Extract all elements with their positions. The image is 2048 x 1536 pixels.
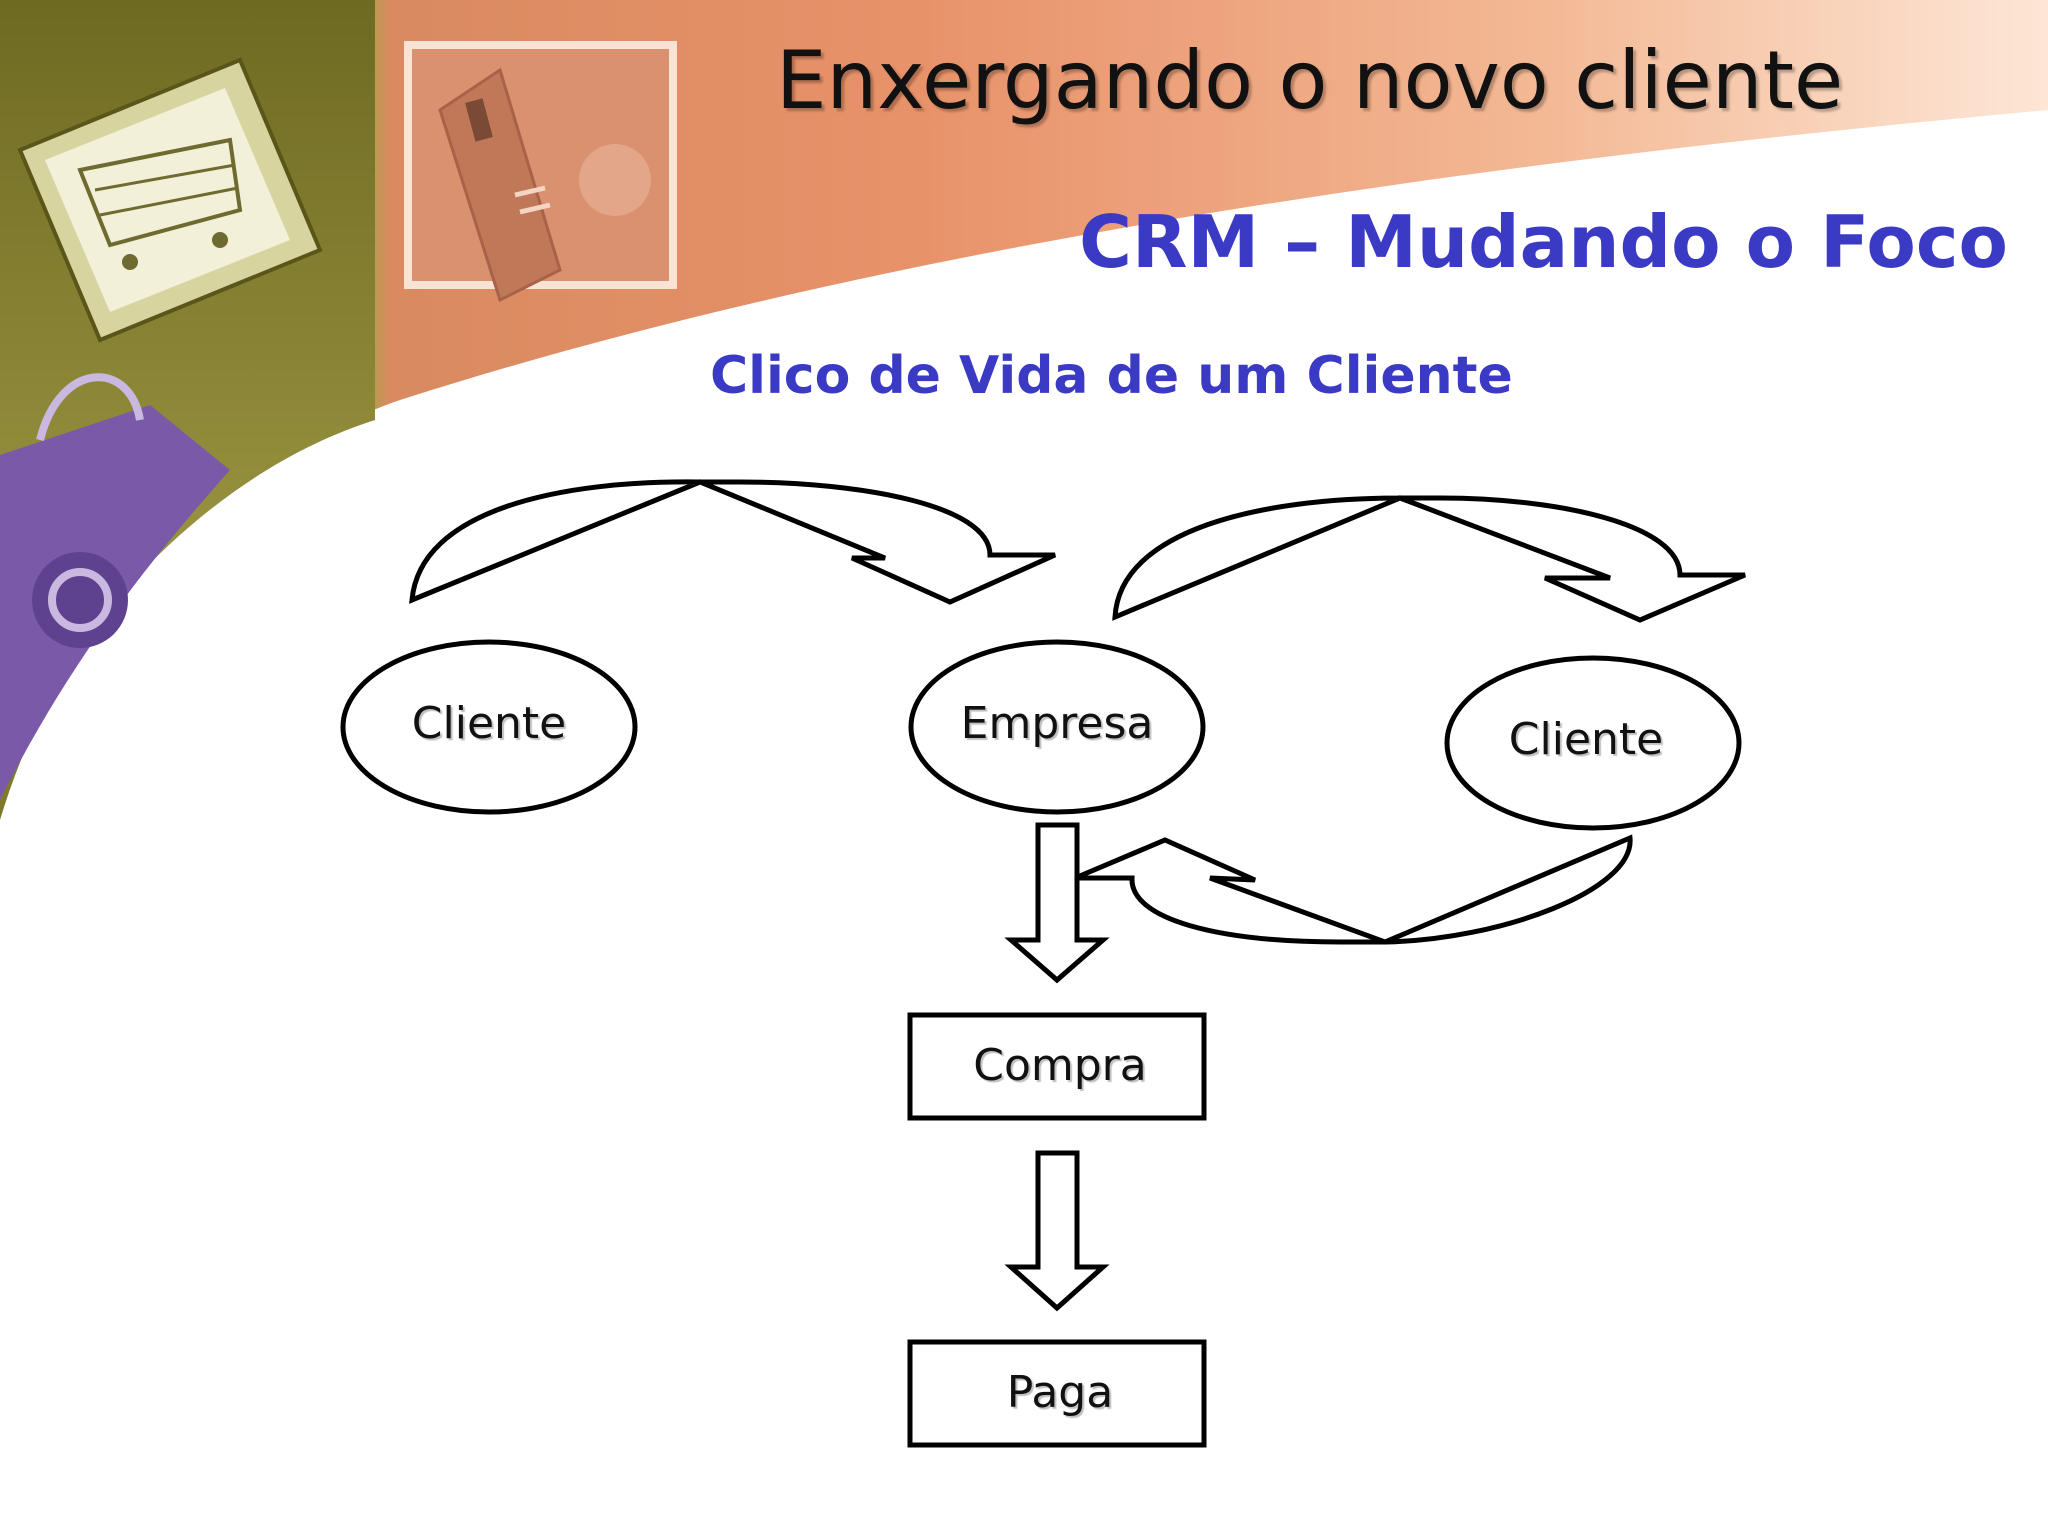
node-cliente-1-shape	[340, 639, 638, 815]
down-arrow-compra-to-paga	[1004, 1150, 1110, 1312]
node-paga-label: Paga	[1006, 1367, 1114, 1418]
credit-card-photo-icon	[404, 41, 677, 303]
node-empresa-label: Empresa	[960, 698, 1154, 749]
node-empresa-shape	[908, 639, 1206, 815]
node-cliente-1-label: Cliente	[411, 698, 567, 749]
curved-arrow-cliente-to-empresa	[409, 479, 1057, 605]
node-compra-label: Compra	[973, 1040, 1147, 1091]
section-heading: Clico de Vida de um Cliente	[710, 346, 1513, 406]
node-cliente-2-shape	[1444, 655, 1742, 831]
curved-arrow-cliente-to-empresa-return	[1074, 834, 1633, 945]
node-compra-shape	[907, 1012, 1207, 1121]
curved-arrow-empresa-to-cliente	[1112, 495, 1746, 623]
node-paga-shape	[907, 1339, 1207, 1448]
page-subtitle: CRM – Mudando o Foco	[1079, 200, 2008, 284]
node-cliente-2-label: Cliente	[1508, 714, 1664, 765]
shopping-cart-monitor-icon	[17, 57, 323, 343]
down-arrow-empresa-to-compra	[1004, 822, 1110, 984]
shopping-bag-icon	[0, 373, 230, 800]
page-title: Enxergando o novo cliente	[776, 34, 1844, 127]
